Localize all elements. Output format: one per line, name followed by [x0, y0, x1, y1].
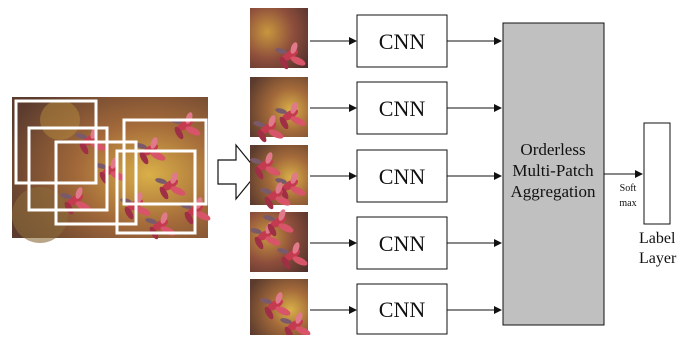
cnn-label: CNN [379, 164, 426, 189]
cnn-block-2: CNN [356, 81, 448, 135]
patch-thumbnail [249, 208, 309, 272]
patch-frame-3 [54, 140, 138, 226]
softmax-label-line-1: Soft [620, 183, 637, 194]
cnn-block-5: CNN [356, 283, 448, 335]
patch-thumbnail [250, 77, 308, 144]
cnn-label: CNN [379, 29, 426, 54]
patch-frame-2 [27, 126, 109, 212]
patch-thumbnail [249, 145, 308, 211]
aggregation-label-line-3: Aggregation [511, 182, 596, 201]
aggregation-block: Orderless Multi-Patch Aggregation [502, 22, 605, 326]
cnn-block-4: CNN [356, 216, 448, 270]
patch-to-cnn-arrows [310, 37, 357, 314]
patch-thumbnail [250, 279, 312, 340]
patch-frame-4 [122, 118, 208, 206]
patch-frame-5 [115, 149, 197, 235]
patch-frames [14, 99, 208, 235]
cnn-label: CNN [379, 231, 426, 256]
cnn-to-aggregation-arrows [447, 37, 502, 314]
label-layer-block [643, 122, 671, 225]
cnn-label: CNN [379, 297, 426, 322]
extract-patches-arrow [217, 143, 259, 201]
cnn-block-3: CNN [356, 149, 448, 203]
label-layer-line-1: Label [639, 230, 676, 247]
label-layer-line-2: Layer [639, 250, 677, 267]
cnn-label: CNN [379, 96, 426, 121]
patch-thumbnail [250, 8, 308, 71]
softmax-label-line-2: max [619, 198, 636, 209]
patch-thumbnails [249, 8, 312, 340]
aggregation-label-line-2: Multi-Patch [512, 161, 594, 180]
aggregation-label-line-1: Orderless [520, 140, 585, 159]
cnn-block-1: CNN [356, 14, 448, 68]
